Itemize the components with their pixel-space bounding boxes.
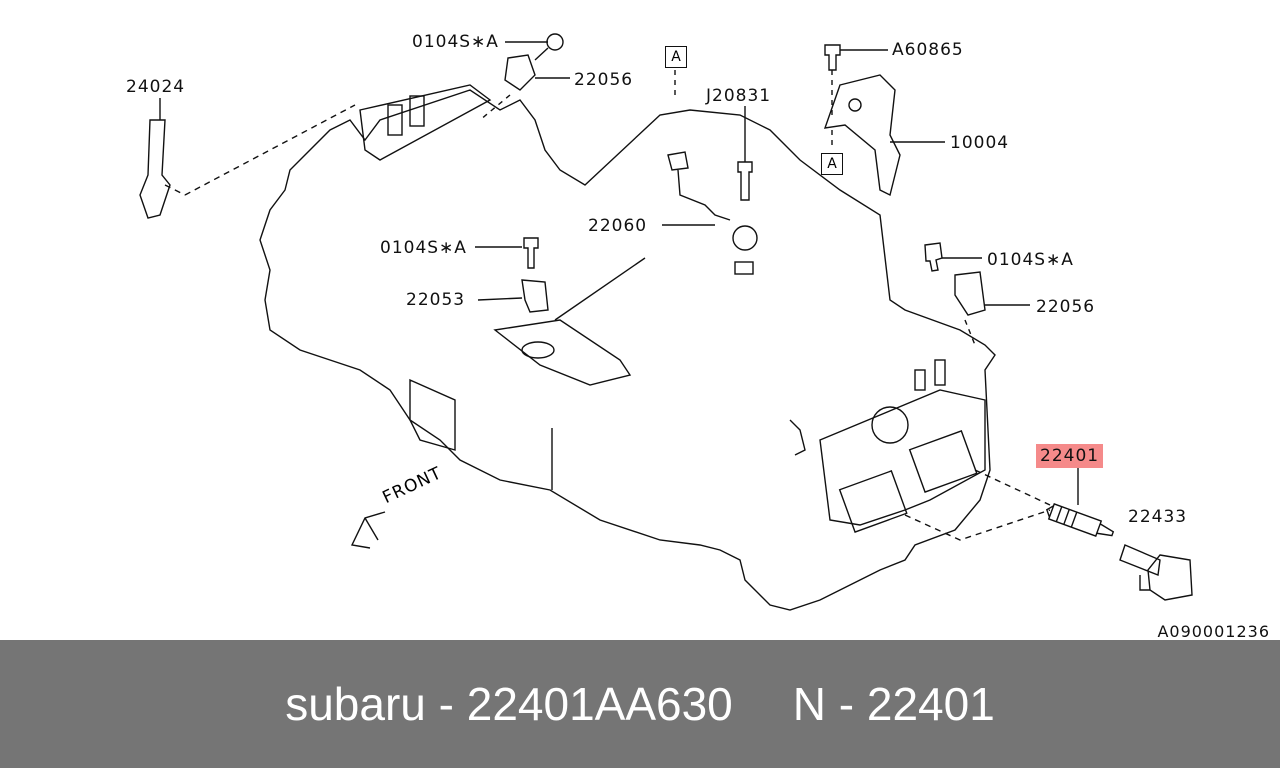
bolt-j20831: [737, 161, 753, 201]
label-22433: 22433: [1128, 507, 1188, 527]
front-post-2: [934, 359, 946, 386]
footer-banner: subaru - 22401AA630 N - 22401: [0, 640, 1280, 768]
part-22433-ignition-coil: [1119, 544, 1193, 601]
port-2: [908, 430, 978, 493]
label-22401-highlighted: 22401: [1036, 444, 1104, 468]
label-0104s-mid: 0104S∗A: [380, 238, 467, 258]
intake-runner: [493, 319, 632, 386]
engine-block-outline: [259, 89, 996, 611]
bolt-0104s-right: [924, 242, 943, 272]
leader-22053: [477, 297, 523, 301]
dashed-24024b: [164, 184, 186, 196]
port-1: [838, 470, 908, 533]
label-j20831: J20831: [706, 86, 772, 106]
front-boss: [871, 406, 909, 444]
marker-a-top: A: [665, 46, 687, 68]
diagram-reference-code: A090001236: [1157, 622, 1270, 641]
dashed-24024: [184, 104, 356, 196]
footer-reference-number: N - 22401: [792, 678, 995, 730]
oil-pan: [409, 378, 456, 451]
part-24024: [139, 119, 171, 219]
label-0104s-right: 0104S∗A: [987, 250, 1074, 270]
bolt-0104s-mid: [523, 237, 539, 269]
label-0104s-top: 0104S∗A: [412, 32, 499, 52]
part-22053: [521, 279, 549, 313]
cylinder-head-detail: [359, 84, 492, 161]
label-10004: 10004: [950, 133, 1010, 153]
front-face: [819, 389, 986, 526]
part-22056-right: [954, 271, 986, 316]
part-22056-top: [504, 54, 536, 91]
front-post-1: [914, 369, 926, 391]
part-22401-spark-plug: [1045, 503, 1115, 537]
part-22060: [667, 151, 731, 221]
dashed-22401: [974, 469, 1051, 506]
intake-line: [554, 257, 646, 321]
label-22056-right: 22056: [1036, 297, 1096, 317]
label-a60865: A60865: [892, 40, 964, 60]
head-boss-1: [387, 104, 403, 136]
footer-brand-part-number: subaru - 22401AA630: [285, 678, 733, 730]
part-10004: [823, 74, 901, 197]
bolt-0104s-top: [546, 33, 564, 51]
label-22060: 22060: [588, 216, 648, 236]
dashed-22401b: [904, 509, 1051, 541]
bolt-a60865: [824, 44, 841, 71]
exploded-parts-diagram: [139, 33, 1193, 611]
head-boss-2: [409, 95, 425, 127]
front-arrow: [350, 511, 386, 549]
label-22053: 22053: [406, 290, 466, 310]
dashed-22056-top: [479, 94, 511, 121]
label-22056-top: 22056: [574, 70, 634, 90]
label-24024: 24024: [126, 77, 186, 97]
dashed-22056-right: [964, 319, 976, 346]
bracket-left: [789, 419, 806, 456]
marker-a-right: A: [821, 153, 843, 175]
